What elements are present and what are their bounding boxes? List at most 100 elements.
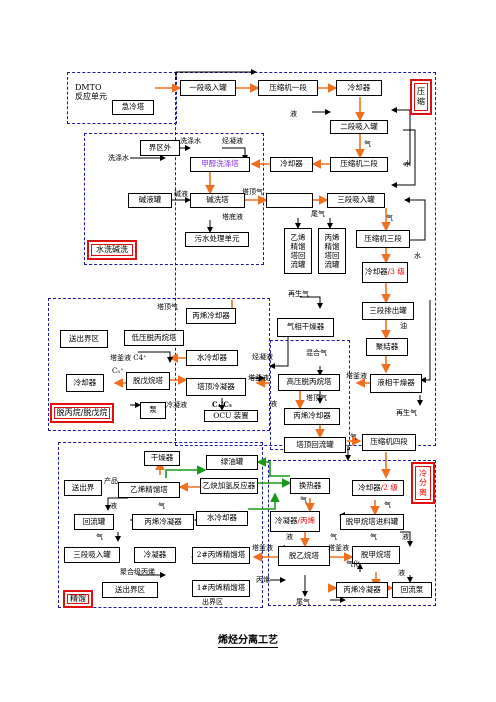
water-cooler-2: 水冷却器 [196, 511, 248, 526]
label-liquid-3: 液 [110, 502, 117, 510]
label-bottom-liquid-2: 塔釜液 [248, 374, 269, 382]
label-gas-8: 气 [370, 533, 377, 541]
label-propylene: 丙烯 [256, 576, 270, 584]
label-wash-water-2: 洗涤水 [108, 154, 129, 162]
cooler-c: 冷却器 [66, 374, 104, 392]
liquid-phase-dryer: 液相干燥器 [370, 374, 422, 393]
heat-exchanger: 换热器 [290, 478, 330, 494]
demethanizer: 脱甲烷塔 [352, 546, 400, 564]
compressor-stage-3: 压缩机三段 [356, 230, 410, 248]
label-liquid-1: 液 [290, 110, 297, 118]
section-tag-refine: 精馏 [63, 590, 93, 608]
dryer: 干燥器 [144, 451, 180, 466]
high-pressure-depropanizer: 高压脱丙烷塔 [278, 374, 340, 391]
send-out-boundary-a: 送出界区 [60, 330, 108, 348]
label-out-of-boundary: 出界区 [202, 598, 223, 606]
page-title: 烯烃分离工艺 [218, 635, 278, 648]
stage3-suction-drum-b: 三段吸入罐 [64, 547, 120, 563]
label-wash-water: 洗涤水 [180, 137, 201, 145]
wastewater-treatment-unit: 污水处理单元 [185, 232, 249, 247]
coalescer: 聚结器 [366, 338, 408, 356]
ocu-unit: OCU 装置 [204, 410, 258, 422]
acetylene-hydrogenation-reactor: 乙炔加氢反应器 [200, 478, 258, 494]
label-oil: 油 [400, 322, 407, 330]
label-gas-3: 气 [350, 433, 357, 441]
low-pressure-depropanizer: 低压脱丙烷塔 [124, 330, 184, 346]
label-gas-4: 气 [158, 502, 165, 510]
compressor-stage-4: 压缩机四段 [362, 434, 416, 451]
methanol-wash-tower: 甲醇洗涤塔 [190, 157, 250, 172]
label-bottom-liquid-4: 塔釜液 [252, 544, 273, 552]
stage2-suction-drum: 二段吸入罐 [330, 120, 388, 134]
send-out-boundary-b: 送出界 [64, 480, 102, 496]
label-liquid-2: 液 [270, 400, 277, 408]
ethylene-reflux-drum: 乙烯精馏塔回流罐 [284, 228, 312, 274]
pump: 泵 [140, 402, 166, 419]
label-top-gas: 塔顶气 [242, 188, 263, 196]
label-top-gas-3: 塔顶气 [306, 394, 327, 402]
debutanizer-tower: 脱戊烷塔 [126, 372, 170, 390]
label-bottom-liquid-5: 塔釜液 [328, 544, 349, 552]
label-hc-condensate: 烃凝液 [222, 137, 243, 145]
propylene-rectifier-2: 2#丙烯精馏塔 [192, 547, 250, 564]
section-frame-compression-left [67, 72, 177, 124]
label-product: 产品 [104, 477, 118, 485]
label-c4c5: C₄/C₅ [212, 400, 232, 409]
label-condensate: 冷凝液 [166, 401, 187, 409]
label-gas-9: 气 [96, 533, 103, 541]
label-bottom-c4: 塔釜液 C4⁺ [110, 354, 147, 362]
label-gas-6: 气 [384, 501, 391, 509]
cooler-4: 冷却器/2 级 [352, 480, 404, 496]
cooler-b: 冷却器 [270, 157, 313, 172]
water-cooler-1: 水冷却器 [186, 350, 238, 366]
caustic-wash-tower: 碱洗塔 [190, 193, 245, 208]
quench-tower: 急冷塔 [112, 100, 154, 115]
ethylene-rectifier: 乙烯精馏塔 [118, 482, 180, 498]
label-c5: C₅⁺ [112, 367, 124, 375]
blank-unit [266, 193, 313, 208]
label-polymer-grade-propylene: 聚合级丙烯 [120, 568, 155, 576]
condenser: 冷凝器 [134, 547, 176, 563]
reflux-pump: 回流泵 [392, 582, 432, 598]
deethanizer: 脱乙烷塔 [278, 546, 330, 566]
section-frame-refine [58, 442, 263, 608]
label-liquid-5: 液 [402, 533, 409, 541]
propylene-condenser: 丙烯冷凝器 [132, 514, 194, 530]
label-water-2: 水 [414, 252, 421, 260]
label-liquid-6: 液 [398, 569, 405, 577]
section-frame-cold-sep [268, 460, 436, 606]
caustic-tank: 碱液罐 [128, 193, 172, 208]
label-gas-5: 气 [300, 496, 307, 504]
section-tag-compression: 压缩 [410, 79, 432, 115]
top-reflux-drum: 塔顶回流罐 [284, 437, 346, 453]
label-water-1: 水 [404, 160, 411, 168]
outside-boundary-a: 界区外 [140, 140, 180, 156]
propylene-condenser-2: 丙烯冷凝器 [336, 582, 388, 598]
section-tag-depropanizer: 脱丙烷/脱戊烷 [50, 403, 114, 423]
send-out-boundary-c: 送出界区 [102, 582, 158, 598]
compressor-stage-1: 压缩机一段 [258, 80, 318, 96]
green-oil-tank: 绿油罐 [206, 455, 258, 470]
stage1-suction-drum: 一段吸入罐 [180, 80, 236, 96]
label-bottom-liquid: 塔底液 [222, 213, 243, 221]
propylene-reflux-drum: 丙烯精馏塔回流罐 [318, 228, 346, 274]
condenser-propylene: 冷凝器/丙烯 [270, 511, 320, 532]
label-regen-gas-2: 再生气 [396, 409, 417, 417]
top-condenser: 塔顶冷凝器 [186, 378, 246, 396]
label-gasify: 气化 [346, 560, 360, 568]
label-hc-condensate-2: 烃凝液 [252, 353, 273, 361]
label-gas-2: 气 [386, 214, 393, 222]
label-bottom-liquid-3: 塔釜液 [346, 372, 367, 380]
stage3-discharge-drum: 三段排出罐 [362, 302, 414, 320]
label-gas-1: 气 [364, 140, 371, 148]
label-liquid-4: 液 [286, 533, 293, 541]
reflux-drum: 回流罐 [74, 514, 114, 530]
label-caustic: 碱液 [174, 190, 188, 198]
propylene-cooler-mid: 丙烯冷却器 [284, 408, 340, 425]
cooler-a: 冷却器 [336, 80, 382, 96]
label-top-gas-2: 塔顶气 [157, 303, 178, 311]
gas-phase-dryer: 气相干燥器 [277, 318, 334, 337]
section-tag-water-wash: 水洗碱洗 [87, 240, 137, 260]
label-mixed-gas: 混合气 [306, 349, 327, 357]
